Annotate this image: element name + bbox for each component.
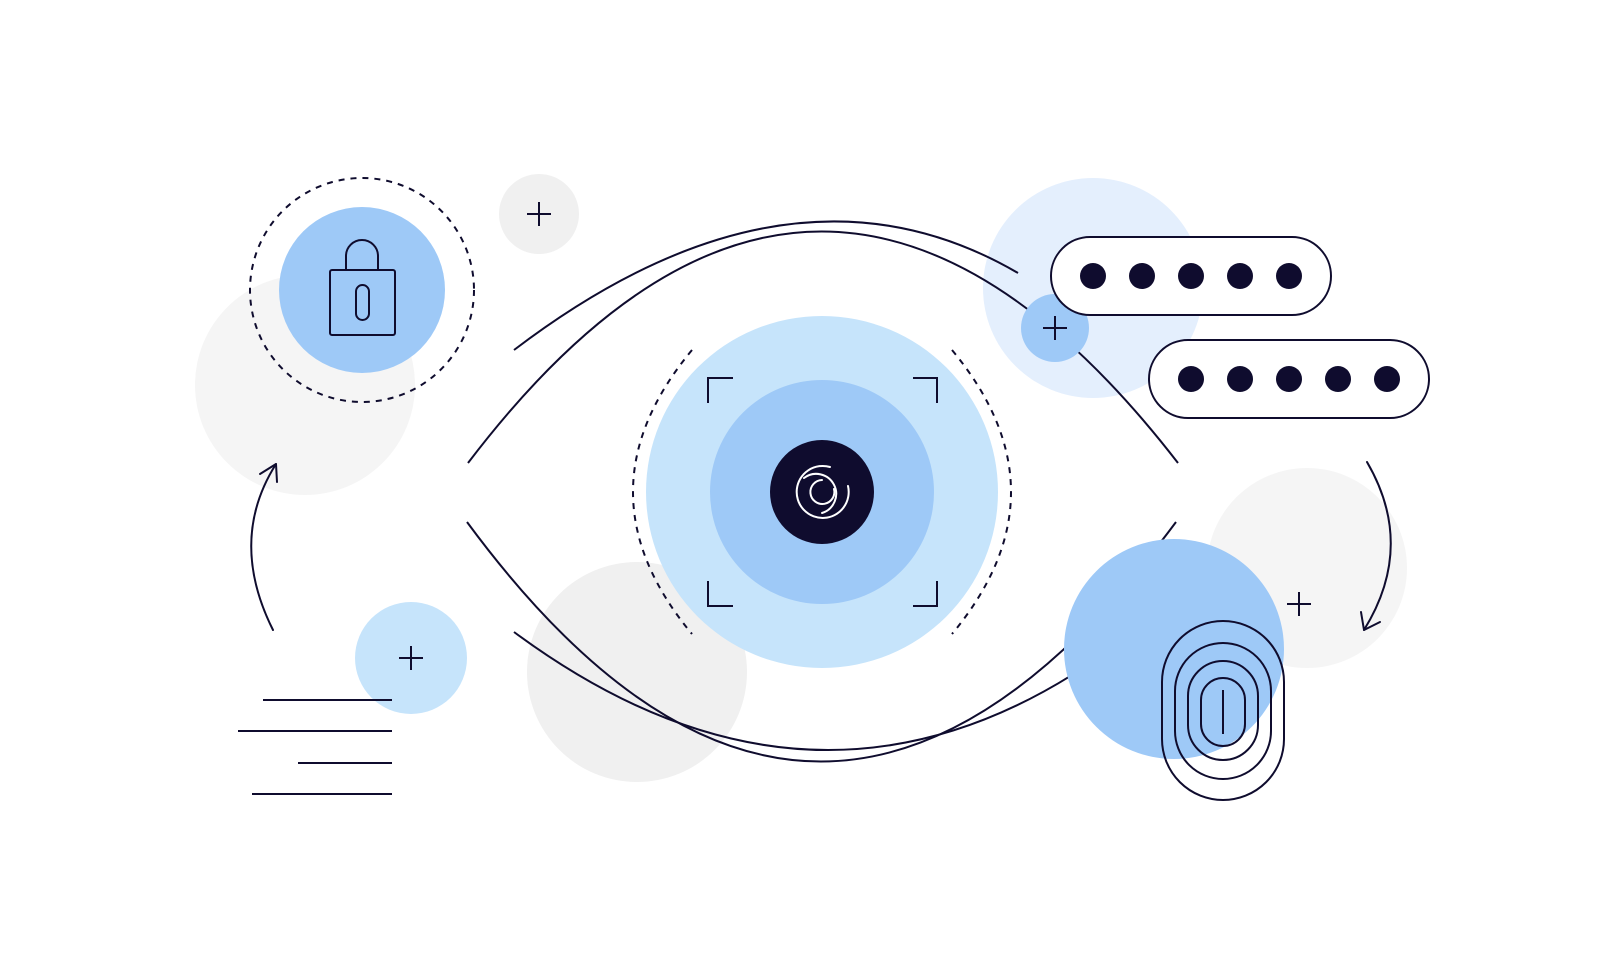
eye-outer-bottom-lid	[513, 631, 1129, 751]
pupil-swirl	[795, 464, 850, 519]
fingerprint-icon	[1161, 620, 1285, 801]
text-lines-decor	[238, 699, 392, 795]
plus-icon	[1043, 316, 1067, 340]
password-field-1	[1050, 236, 1332, 316]
arrow-left-head	[259, 463, 278, 483]
refresh-arrow-icon	[250, 461, 1392, 631]
scan-frame-corners	[707, 377, 938, 607]
plus-icon	[1287, 592, 1311, 616]
arrow-left-curve	[250, 463, 277, 631]
padlock-badge	[249, 177, 475, 403]
fingerprint-badge	[1064, 539, 1285, 801]
eye-outer-top-lid	[513, 220, 1019, 351]
plus-icon	[399, 646, 423, 670]
password-dots	[1080, 263, 1302, 289]
plus-badge-bottom-left	[355, 602, 467, 714]
iris	[632, 316, 1012, 668]
plus-icon	[527, 202, 551, 226]
padlock-dashed-ring	[249, 177, 475, 403]
pupil	[770, 440, 874, 544]
password-dots	[1178, 366, 1400, 392]
padlock-icon	[329, 239, 396, 336]
padlock-badge-circle	[279, 207, 445, 373]
iris-dashed-arcs	[632, 349, 1012, 635]
arrow-right-head	[1360, 611, 1381, 631]
arrow-right-curve	[1363, 461, 1392, 631]
plus-badge-top	[499, 174, 579, 254]
password-field-2	[1148, 339, 1430, 419]
fingerprint-badge-circle	[1064, 539, 1284, 759]
